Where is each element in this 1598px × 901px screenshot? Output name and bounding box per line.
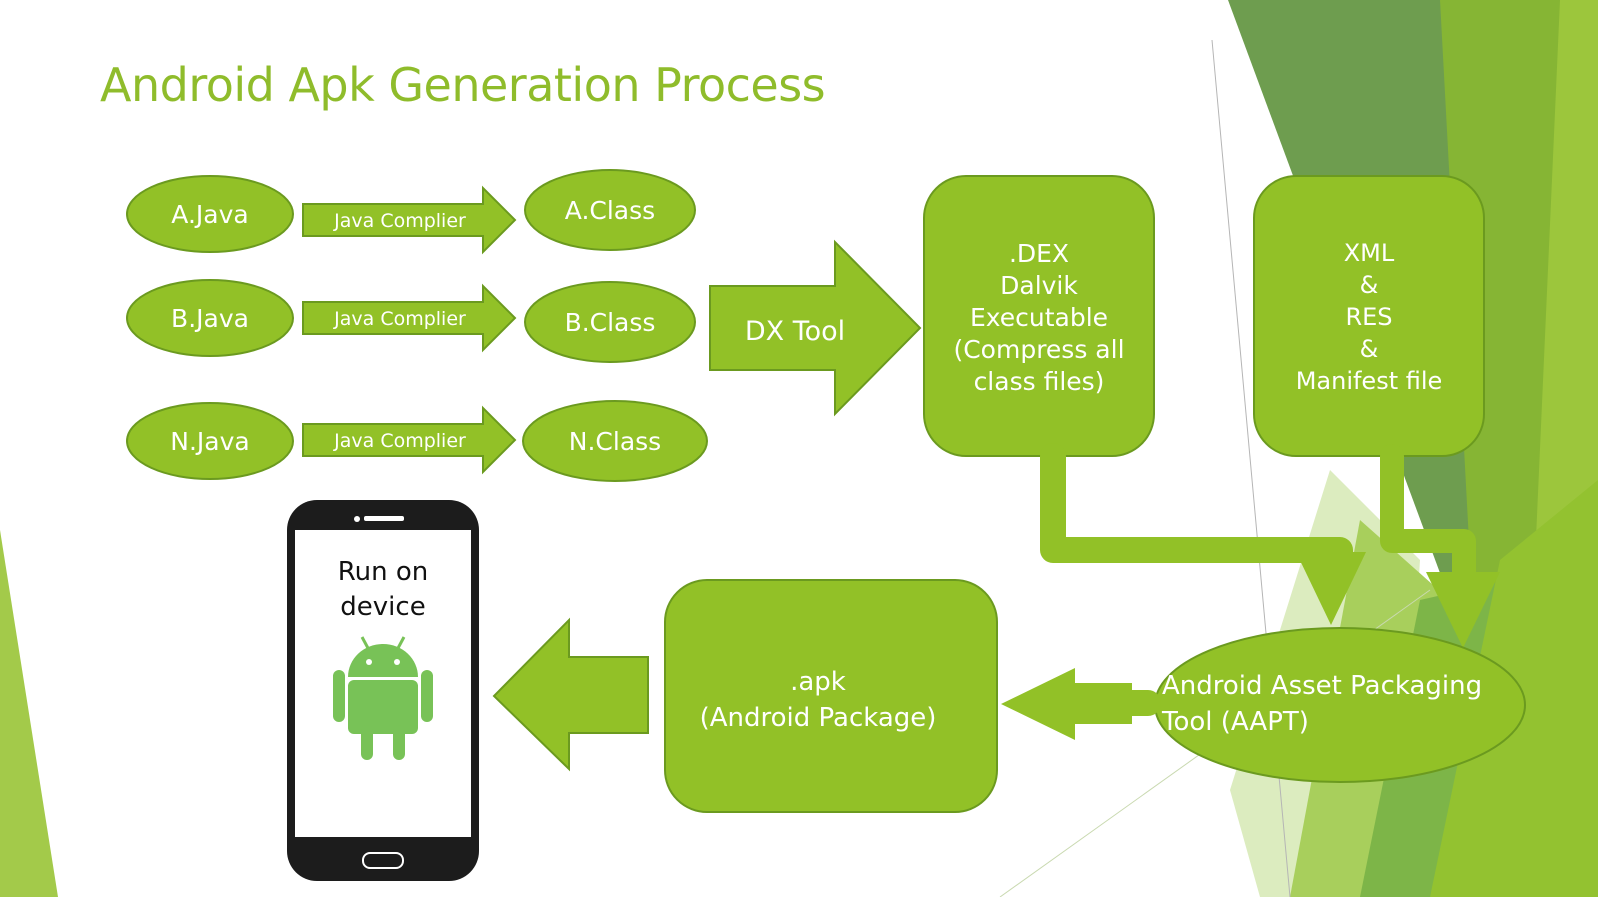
resources-box[interactable]: XML & RES & Manifest file	[1253, 175, 1485, 457]
text-line: RES	[1345, 303, 1392, 331]
apk-box[interactable]: .apk (Android Package)	[664, 579, 998, 813]
text-line: (Compress all	[953, 335, 1124, 364]
resources-box-text: XML & RES & Manifest file	[1296, 239, 1443, 395]
text-line: Dalvik	[1000, 271, 1078, 300]
class-ellipse[interactable]: B.Class	[524, 281, 696, 363]
text-line: Manifest file	[1296, 367, 1443, 395]
android-robot-icon	[333, 636, 433, 760]
text-line: .apk	[790, 667, 846, 697]
phone-camera-icon	[354, 516, 360, 522]
compiler-label: Java Complier	[333, 308, 466, 330]
text-line: Run on	[338, 557, 429, 587]
text-line: &	[1360, 271, 1379, 299]
compiler-arrow[interactable]: Java Complier	[302, 283, 517, 353]
class-label: B.Class	[565, 308, 656, 337]
class-ellipse[interactable]: A.Class	[524, 169, 696, 251]
dx-tool-label: DX Tool	[745, 316, 845, 347]
source-ellipse[interactable]: B.Java	[126, 279, 294, 357]
text-line: Android Asset Packaging	[1162, 671, 1482, 701]
device-text: Run on device	[338, 557, 429, 622]
text-line: XML	[1344, 239, 1395, 267]
class-label: N.Class	[569, 427, 661, 456]
text-line: device	[340, 592, 425, 622]
source-ellipse[interactable]: N.Java	[126, 402, 294, 480]
apk-box-text: .apk (Android Package)	[700, 667, 937, 733]
down-arrow-head	[1296, 552, 1366, 625]
class-label: A.Class	[565, 196, 655, 225]
source-label: N.Java	[170, 427, 249, 456]
class-ellipse[interactable]: N.Class	[522, 400, 708, 482]
text-line: Executable	[970, 303, 1108, 332]
compiler-label: Java Complier	[333, 210, 466, 232]
source-label: B.Java	[171, 304, 249, 333]
source-ellipse[interactable]: A.Java	[126, 175, 294, 253]
phone-device: Run on device	[287, 500, 479, 881]
text-line: (Android Package)	[700, 703, 937, 733]
slide-title: Android Apk Generation Process	[100, 58, 826, 112]
text-line: &	[1360, 335, 1379, 363]
bg-facet-left	[0, 530, 58, 897]
dx-tool-arrow[interactable]: DX Tool	[709, 239, 922, 417]
phone-speaker-icon	[364, 516, 404, 521]
compiler-arrow[interactable]: Java Complier	[302, 405, 517, 475]
source-label: A.Java	[171, 200, 248, 229]
apk-to-device-arrow	[492, 617, 649, 772]
phone-home-button	[362, 852, 404, 869]
text-line: Tool (AAPT)	[1161, 707, 1309, 737]
dex-to-aapt-connector	[1040, 443, 1366, 625]
compiler-arrow[interactable]: Java Complier	[302, 185, 517, 255]
down-arrow-head-2	[1426, 572, 1500, 648]
aapt-to-apk-arrow	[1001, 668, 1161, 740]
text-line: class files)	[974, 367, 1105, 396]
resources-to-aapt-connector	[1380, 444, 1500, 648]
compiler-label: Java Complier	[333, 430, 466, 452]
text-line: .DEX	[1009, 239, 1069, 268]
